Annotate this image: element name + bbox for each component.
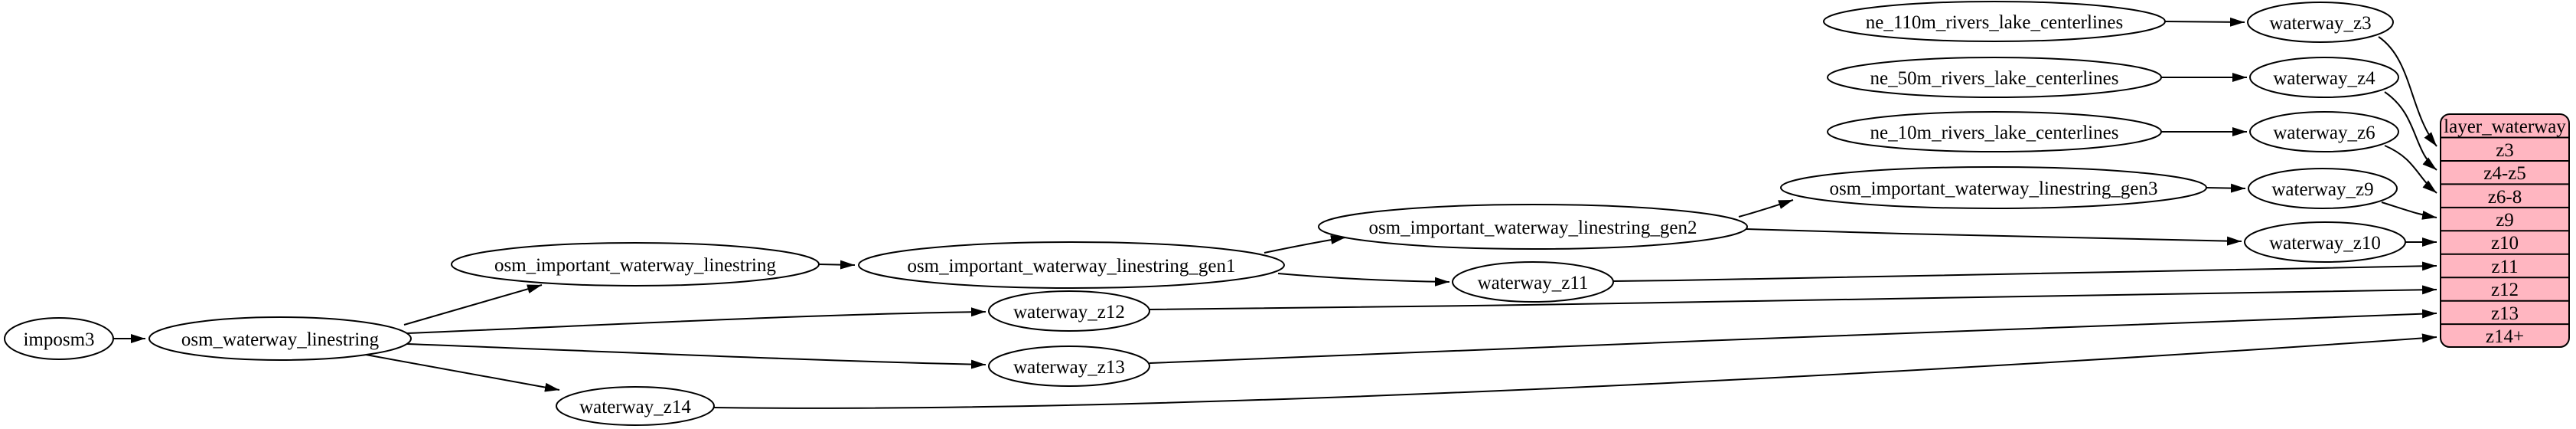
node-ellipse <box>1452 261 1614 303</box>
node-osm_important_waterway_linestring: osm_important_waterway_linestring <box>451 242 820 287</box>
edge-osm_important_waterway_linestring-to-gen1 <box>818 260 856 270</box>
node-label: waterway_z9 <box>2271 179 2373 200</box>
edge-waterway_z6-to-row-z6-8 <box>2384 145 2437 194</box>
node-label: waterway_z3 <box>2269 13 2371 34</box>
node-layer_waterway-record: layer_waterway z3 z4-z5 z6-8 z9 z10 z11 … <box>2440 113 2570 348</box>
node-label: ne_10m_rivers_lake_centerlines <box>1870 123 2119 143</box>
node-waterway_z13: waterway_z13 <box>988 345 1150 387</box>
record-row-z6-8: z6-8 <box>2488 187 2522 208</box>
node-ne_10m_rivers_lake_centerlines: ne_10m_rivers_lake_centerlines <box>1827 111 2162 152</box>
record-row-z11: z11 <box>2491 257 2518 277</box>
node-ellipse <box>1827 57 2162 98</box>
edge-waterway_z12-to-row-z12 <box>1149 285 2437 310</box>
node-ne_50m_rivers_lake_centerlines: ne_50m_rivers_lake_centerlines <box>1827 57 2162 98</box>
node-label: osm_important_waterway_linestring_gen2 <box>1368 218 1697 238</box>
node-waterway_z12: waterway_z12 <box>988 290 1150 332</box>
node-label: osm_important_waterway_linestring <box>494 255 776 276</box>
node-ellipse <box>2248 168 2398 209</box>
node-label: ne_110m_rivers_lake_centerlines <box>1866 12 2123 33</box>
node-ellipse <box>1827 111 2162 152</box>
record-row-z10: z10 <box>2491 233 2519 254</box>
edge-gen2-to-gen3 <box>1738 199 1794 218</box>
node-ellipse <box>148 316 412 361</box>
node-waterway_z11: waterway_z11 <box>1452 261 1614 303</box>
node-label: imposm3 <box>23 329 94 350</box>
node-osm_waterway_linestring: osm_waterway_linestring <box>148 316 412 361</box>
record-title: layer_waterway <box>2444 116 2566 137</box>
node-waterway_z9: waterway_z9 <box>2248 168 2398 209</box>
edge-gen2-to-waterway_z10 <box>1745 228 2242 246</box>
node-ellipse <box>2244 221 2406 263</box>
edge-osm_waterway_linestring-to-waterway_z13 <box>406 343 986 369</box>
node-ellipse <box>556 386 715 426</box>
node-label: osm_waterway_linestring <box>181 329 380 350</box>
node-label: waterway_z6 <box>2273 123 2375 143</box>
node-osm_important_waterway_linestring_gen2: osm_important_waterway_linestring_gen2 <box>1318 204 1748 250</box>
edge-waterway_z13-to-row-z13 <box>1149 309 2437 364</box>
record-row-z14plus: z14+ <box>2486 326 2524 347</box>
node-ellipse <box>858 241 1285 289</box>
node-waterway_z4: waterway_z4 <box>2249 57 2399 98</box>
node-ellipse <box>988 290 1150 332</box>
node-ellipse <box>2249 111 2399 152</box>
node-label: osm_important_waterway_linestring_gen1 <box>907 256 1235 277</box>
node-label: waterway_z10 <box>2269 233 2381 254</box>
node-ellipse <box>2249 57 2399 98</box>
record-row-z13: z13 <box>2491 303 2519 324</box>
edge-gen1-to-gen2 <box>1264 235 1346 254</box>
node-label: ne_50m_rivers_lake_centerlines <box>1870 68 2119 89</box>
node-ellipse <box>451 242 820 287</box>
node-label: waterway_z12 <box>1013 302 1125 323</box>
edge-ne_110m-to-waterway_z3 <box>2164 17 2245 27</box>
edge-gen1-to-waterway_z11 <box>1277 273 1450 287</box>
node-osm_important_waterway_linestring_gen1: osm_important_waterway_linestring_gen1 <box>858 241 1285 289</box>
node-label: waterway_z13 <box>1013 357 1125 378</box>
record-row-z12: z12 <box>2491 280 2519 300</box>
edge-waterway_z14-to-row-z14plus <box>713 333 2437 409</box>
edge-waterway_z11-to-row-z11 <box>1612 261 2437 282</box>
edge-waterway_z9-to-row-z9 <box>2381 201 2437 220</box>
edge-osm_waterway_linestring-to-osm_important_waterway_linestring <box>403 284 543 326</box>
node-ellipse <box>4 317 114 360</box>
node-waterway_z6: waterway_z6 <box>2249 111 2399 152</box>
record-row-z9: z9 <box>2496 210 2514 231</box>
node-imposm3: imposm3 <box>4 317 114 360</box>
edge-waterway_z4-to-row-z4-z5 <box>2384 91 2437 171</box>
node-ellipse <box>1780 166 2207 209</box>
record-row-z3: z3 <box>2496 140 2514 161</box>
node-ellipse <box>2247 2 2394 43</box>
node-label: waterway_z14 <box>579 397 691 418</box>
node-ne_110m_rivers_lake_centerlines: ne_110m_rivers_lake_centerlines <box>1823 1 2166 42</box>
node-label: waterway_z11 <box>1478 273 1589 293</box>
node-osm_important_waterway_linestring_gen3: osm_important_waterway_linestring_gen3 <box>1780 166 2207 209</box>
edge-waterway_z3-to-row-z3 <box>2378 36 2437 147</box>
node-label: osm_important_waterway_linestring_gen3 <box>1829 178 2157 199</box>
node-ellipse <box>988 345 1150 387</box>
node-ellipse <box>1823 1 2166 42</box>
edge-osm_waterway_linestring-to-waterway_z12 <box>406 307 986 334</box>
edge-osm_waterway_linestring-to-waterway_z14 <box>365 354 560 392</box>
node-waterway_z14: waterway_z14 <box>556 386 715 426</box>
node-label: waterway_z4 <box>2273 68 2375 89</box>
node-waterway_z3: waterway_z3 <box>2247 2 2394 43</box>
record-row-z4-z5: z4-z5 <box>2483 163 2526 184</box>
node-ellipse <box>1318 204 1748 250</box>
node-waterway_z10: waterway_z10 <box>2244 221 2406 263</box>
